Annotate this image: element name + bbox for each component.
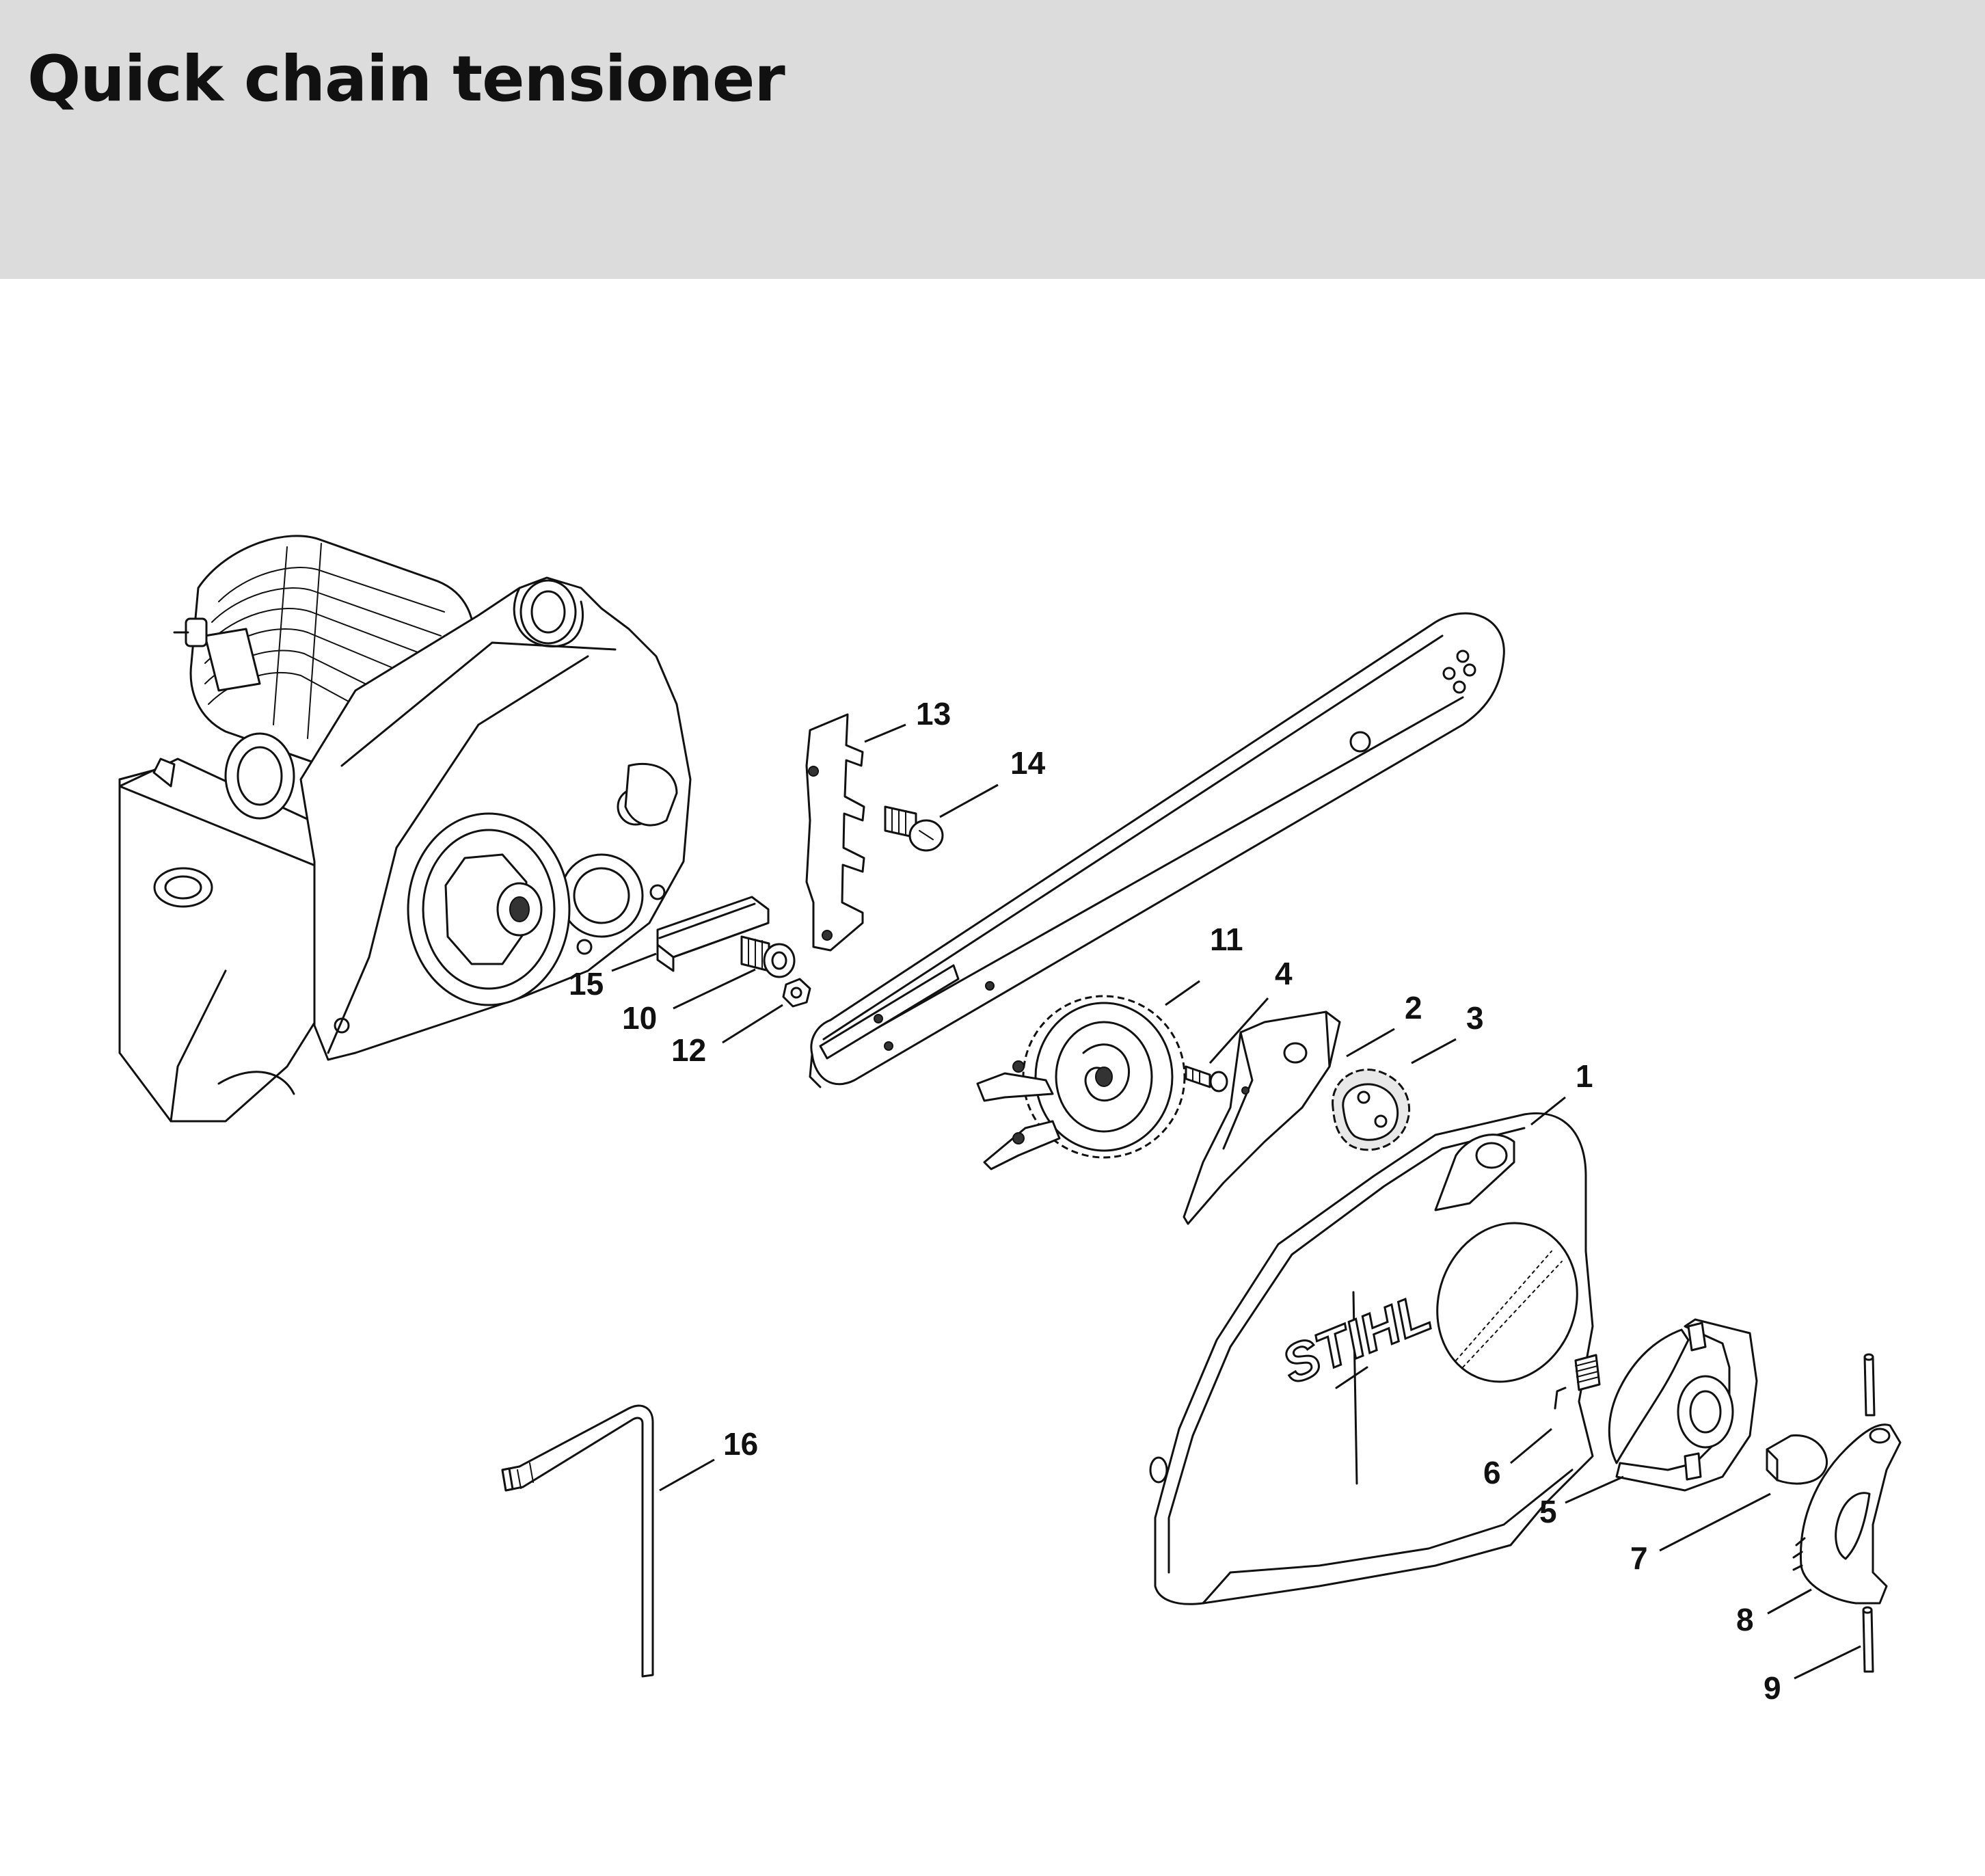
svg-text:3: 3 [1466, 1000, 1484, 1036]
part-5-adjuster [1608, 1318, 1758, 1492]
svg-text:2: 2 [1405, 990, 1422, 1026]
part-13-adjusting-plate [805, 713, 865, 952]
part-16-allen-key [501, 1404, 654, 1678]
callout-15: 15 [569, 952, 657, 1002]
svg-text:5: 5 [1539, 1494, 1557, 1529]
part-15-slider [656, 896, 770, 972]
part-4-screw [1185, 1065, 1228, 1093]
callout-1: 1 [1530, 1058, 1593, 1126]
svg-text:6: 6 [1483, 1455, 1501, 1490]
svg-text:7: 7 [1630, 1540, 1648, 1576]
page-title: Quick chain tensioner [27, 42, 785, 116]
part-6-hook [1554, 1386, 1567, 1410]
callout-10: 10 [622, 968, 756, 1036]
part-1-sprocket-cover: STIHL [1149, 1112, 1594, 1605]
callout-2: 2 [1346, 990, 1422, 1058]
callout-7: 7 [1630, 1492, 1771, 1576]
page-header: Quick chain tensioner [0, 0, 1985, 279]
svg-text:12: 12 [671, 1032, 706, 1068]
callout-12: 12 [671, 1004, 783, 1068]
part-8-lever [1792, 1423, 1902, 1605]
svg-text:8: 8 [1736, 1602, 1754, 1637]
part-11-tensioner-gear [976, 995, 1186, 1170]
callout-6: 6 [1483, 1428, 1552, 1490]
svg-text:11: 11 [1210, 922, 1243, 957]
part-9-pins [1862, 1353, 1876, 1673]
part-14-screw [884, 805, 944, 852]
svg-text:14: 14 [1010, 745, 1046, 781]
part-3-knob [1332, 1069, 1411, 1151]
guide-bar-illustration [809, 612, 1505, 1088]
callout-5: 5 [1539, 1475, 1624, 1529]
callout-16: 16 [659, 1426, 758, 1492]
part-7-cap [1766, 1434, 1828, 1485]
svg-text:1: 1 [1576, 1058, 1593, 1094]
svg-text:15: 15 [569, 966, 604, 1002]
part-6-spring [1574, 1354, 1601, 1391]
svg-text:16: 16 [723, 1426, 758, 1462]
callout-3: 3 [1411, 1000, 1484, 1064]
svg-text:13: 13 [916, 696, 951, 732]
callout-4: 4 [1208, 956, 1293, 1064]
chainsaw-body-illustration [118, 535, 692, 1123]
svg-text:10: 10 [622, 1000, 657, 1036]
part-10-collar-screw [740, 935, 796, 978]
callout-9: 9 [1764, 1645, 1861, 1706]
callout-11: 11 [1165, 922, 1243, 1006]
svg-text:4: 4 [1275, 956, 1293, 991]
callout-8: 8 [1736, 1588, 1812, 1637]
part-2-plate [1183, 1010, 1341, 1225]
callout-13: 13 [864, 696, 951, 743]
svg-text:9: 9 [1764, 1670, 1781, 1706]
part-12-nut [782, 978, 811, 1008]
callout-14: 14 [939, 745, 1046, 818]
